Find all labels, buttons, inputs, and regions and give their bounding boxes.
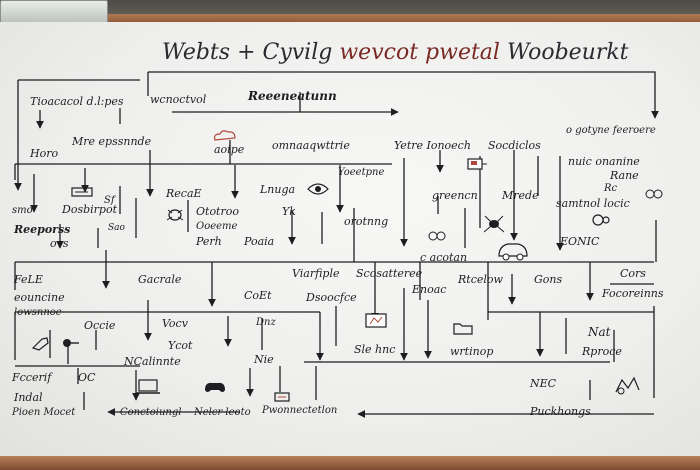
diagram-label: Sle hnc [354,343,396,356]
spider-doodle-icon [483,215,505,233]
diagram-label: Yetre Ionoech [394,139,471,152]
connector-line [148,71,659,119]
diagram-label: Nie [254,353,274,366]
diagram-label: Rc [604,183,618,194]
car-doodle-icon [498,243,528,261]
diagram-label: Cors [620,267,646,280]
folder-doodle-icon [453,323,473,335]
diagram-label: Perh [196,235,222,248]
diagram-label: Rproce [582,345,622,358]
chip-doodle-icon [274,392,290,402]
diagram-label: CoEt [244,289,272,302]
monitor-doodle-icon [365,313,387,328]
diagram-label: Gacrale [138,273,182,286]
diagram-label: Rane [610,169,639,182]
diagram-label: c acotan [420,251,468,264]
diagram-label: Dsoocfce [306,291,357,304]
diagram-label: Pwonnectetlon [262,405,338,416]
diagram-label: Pioen Mocet [12,407,76,418]
diagram-label: Ycot [168,339,193,352]
diagram-label: wcnoctvol [150,93,207,106]
diagram-label: Mrede [502,189,539,202]
page-title: Webts + Cyvilg wevcot pwetal Woobeurkt [162,40,629,65]
diagram-label: Indal [14,391,43,404]
diagram-label: Enoac [412,283,447,296]
diagram-label: Ototroo [196,205,239,218]
diagram-label: nuic onanine [568,155,640,168]
tool-doodle-icon [31,337,49,351]
diagram-label: Yk [282,205,296,218]
whiteboard [0,22,700,456]
diagram-label: ovs [50,237,69,250]
diagram-label: Sf [104,195,115,206]
diagram-label: Lnuga [260,183,296,196]
marker-tray [0,456,700,470]
document-doodle-icon [71,187,93,197]
diagram-label: NCalinnte [124,355,181,368]
laptop-doodle-icon [136,379,160,394]
diagram-label: o gotyne feeroere [566,125,656,136]
diagram-label: Horo [30,147,59,160]
cluster-doodle-icon [428,231,446,241]
diagram-label: Nelcr leoto [194,407,251,418]
board-eraser [0,0,108,24]
diagram-label: greencn [432,189,478,202]
diagram-label: Tioacacol d.l:pes [30,95,124,108]
board-top-frame [102,14,700,24]
diagram-label: Puckhongs [530,405,591,418]
title-part-3: wevcot pwetal [339,40,500,65]
title-part-2: + Cyvilg [237,40,333,65]
diagram-label: Ooeeme [196,221,238,232]
diagram-label: Conctoiungl [120,407,182,418]
diagram-label: Gons [534,273,563,286]
cloud-doodle-icon [213,130,236,141]
diagram-label: Sao [108,223,125,233]
diagram-label: Rtcelow [458,273,503,286]
gamepad-doodle-icon [205,382,225,392]
diagram-label: smo [12,205,33,216]
diagram-label: Vocv [162,317,188,330]
gear-doodle-icon [592,214,610,226]
diagram-label: lowsnnoe [14,307,62,318]
diagram-label: orotnng [344,215,389,228]
diagram-label: FeLE [14,273,43,286]
diagram-label: Poaia [244,235,275,248]
diagram-label: EONIC [560,235,600,248]
diagram-label: samtnol locic [556,197,630,210]
diagram-label: RecaE [166,187,202,200]
diagram-label: omnaaqwttrie [272,139,350,152]
diagram-label: Reeporss [14,223,71,236]
robot-doodle-icon [615,376,640,395]
diagram-label: Socdiclos [488,139,541,152]
eye-doodle-icon [307,183,329,195]
diagram-label: Scosatteree [356,267,423,280]
diagram-label: Dosbirpot [62,203,117,216]
diagram-label: OC [78,371,96,384]
diagram-label: Occie [84,319,116,332]
diagram-label: Viarfiple [292,267,340,280]
diagram-label: Fccerif [12,371,52,384]
server-doodle-icon [467,158,487,170]
diagram-label: NEC [530,377,557,390]
diagram-label: Nat [588,325,611,339]
key-doodle-icon [63,339,79,347]
diagram-label: Yoeetpne [338,167,385,178]
diagram-label: aoipe [214,143,245,156]
diagram-label: Dnz [256,317,276,328]
diagram-label: Mre epssnnde [72,135,152,148]
diagram-label: Focoreinns [602,287,664,300]
title-part-1: Webts [162,40,231,65]
bug-doodle-icon [166,209,184,221]
diagram-label: eouncine [14,291,65,304]
diagram-label: wrtinop [450,345,494,358]
title-part-4: Woobeurkt [506,40,629,65]
link-doodle-icon [645,189,663,199]
diagram-label: Reeeneatunn [248,89,337,103]
